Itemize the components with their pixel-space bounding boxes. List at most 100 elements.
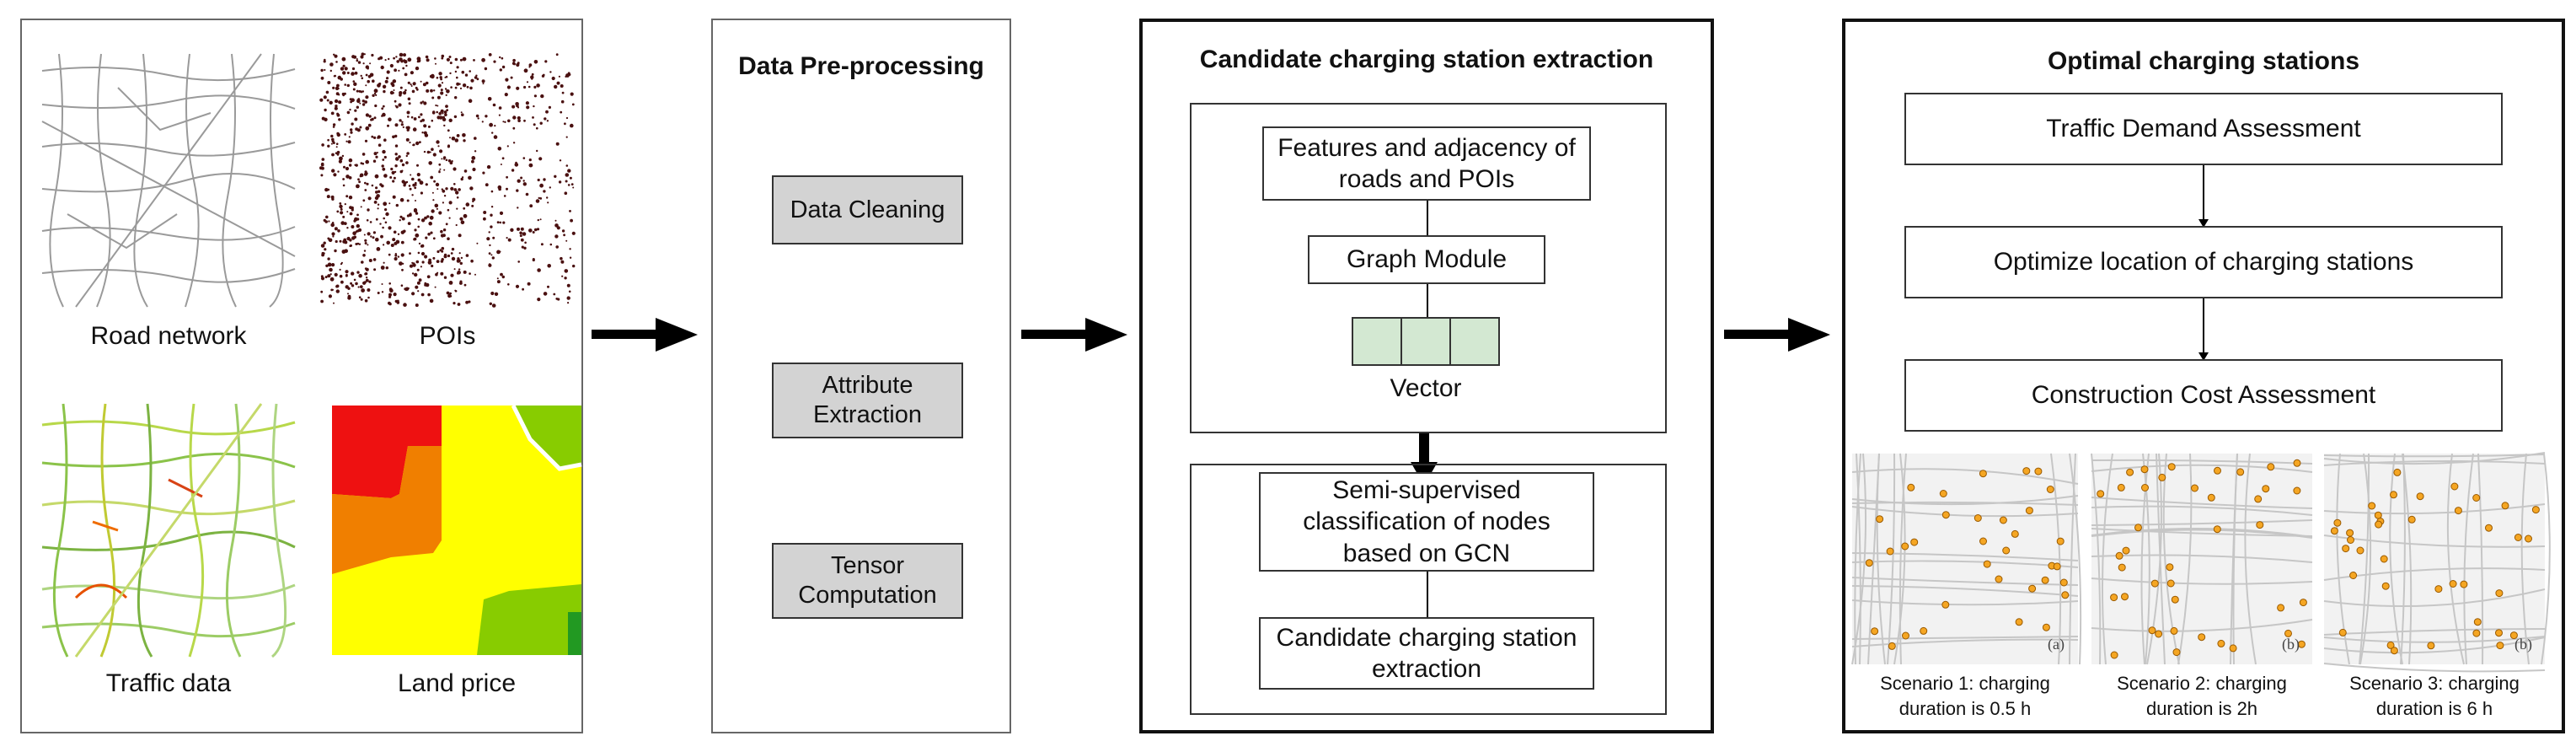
poi-dot	[372, 94, 375, 97]
poi-dot	[417, 173, 420, 176]
poi-dot	[458, 234, 462, 238]
poi-dot	[451, 247, 455, 251]
poi-dot	[439, 168, 442, 170]
poi-dot	[343, 222, 347, 225]
charging-station-marker	[1865, 559, 1873, 567]
poi-dot	[373, 136, 377, 139]
map-road	[2323, 588, 2546, 608]
poi-dot	[384, 59, 387, 62]
poi-dot	[388, 57, 390, 61]
poi-dot	[342, 184, 345, 187]
map-road	[2402, 453, 2413, 665]
charging-station-marker	[2525, 534, 2532, 543]
poi-dot	[486, 237, 490, 241]
poi-dot	[363, 234, 366, 236]
map-road	[1867, 453, 1880, 665]
poi-dot	[367, 79, 370, 83]
poi-dot	[375, 218, 378, 221]
poi-dot	[395, 239, 400, 244]
charging-station-marker	[2495, 629, 2503, 637]
poi-dot	[543, 178, 546, 181]
poi-dot	[388, 293, 392, 297]
poi-dot	[431, 191, 434, 194]
poi-dot	[468, 300, 471, 303]
poi-dot	[377, 203, 380, 206]
poi-dot	[413, 237, 417, 241]
poi-dot	[570, 183, 574, 186]
poi-dot	[356, 58, 358, 60]
map-road	[2091, 577, 2313, 585]
poi-dot	[519, 231, 522, 235]
scenario-2-map: (b)	[2091, 453, 2313, 665]
poi-dot	[424, 133, 429, 137]
poi-dot	[369, 73, 374, 78]
poi-dot	[361, 77, 364, 79]
poi-dot	[336, 150, 340, 154]
poi-dot	[489, 302, 492, 305]
poi-dot	[336, 83, 340, 88]
poi-dot	[372, 159, 377, 163]
poi-dot	[499, 250, 501, 253]
poi-dot	[332, 123, 336, 126]
map-road	[2323, 459, 2546, 466]
poi-dot	[381, 283, 383, 285]
poi-dot	[533, 85, 537, 89]
input-data-panel: Road network POIs Traffic data	[20, 19, 583, 733]
poi-dot	[515, 284, 520, 288]
poi-dot	[538, 196, 540, 200]
poi-dot	[381, 164, 384, 168]
map-road	[2230, 453, 2238, 665]
poi-dot	[472, 167, 476, 172]
poi-dot	[455, 223, 458, 227]
poi-dot	[379, 223, 382, 225]
poi-dot	[415, 285, 419, 289]
poi-dot	[409, 252, 411, 255]
poi-dot	[536, 228, 540, 231]
charging-station-marker	[2167, 463, 2176, 471]
poi-dot	[462, 83, 467, 88]
poi-dot	[394, 144, 399, 148]
poi-dot	[361, 99, 365, 103]
poi-dot	[568, 290, 571, 293]
poi-dot	[565, 180, 568, 183]
poi-dot	[415, 233, 420, 238]
poi-dot	[464, 73, 469, 77]
poi-dot	[356, 218, 360, 221]
map-road	[1851, 636, 2079, 640]
poi-dot	[565, 73, 570, 78]
poi-dot	[447, 145, 450, 148]
poi-dot	[335, 146, 338, 148]
poi-dot	[528, 63, 533, 67]
poi-dot	[424, 255, 428, 259]
poi-dot	[329, 267, 333, 272]
poi-dot	[389, 288, 394, 293]
poi-dot	[435, 182, 440, 187]
poi-dot	[459, 58, 463, 62]
poi-dot	[512, 62, 516, 66]
poi-dot	[439, 115, 443, 120]
poi-dot	[520, 176, 523, 180]
poi-dot	[367, 208, 370, 212]
poi-dot	[400, 60, 404, 63]
poi-dot	[423, 101, 427, 105]
map-road	[2323, 452, 2546, 465]
poi-dot	[436, 95, 441, 99]
gcn-group	[1190, 464, 1667, 715]
optimize-location-box: Optimize location of charging stations	[1904, 226, 2503, 298]
poi-dot	[394, 99, 397, 103]
poi-dot	[453, 188, 458, 191]
poi-dot	[400, 123, 404, 126]
poi-dot	[396, 301, 400, 304]
poi-dot	[339, 268, 341, 271]
poi-dot	[330, 134, 334, 138]
poi-dot	[490, 225, 493, 228]
map-road	[1851, 577, 2079, 586]
poi-dot	[448, 56, 452, 58]
poi-dot	[437, 83, 442, 88]
poi-dot	[335, 285, 339, 288]
poi-dot	[380, 234, 383, 239]
poi-dot	[418, 115, 420, 119]
poi-dot	[531, 78, 533, 80]
poi-dot	[421, 100, 425, 103]
poi-dot	[346, 72, 350, 74]
